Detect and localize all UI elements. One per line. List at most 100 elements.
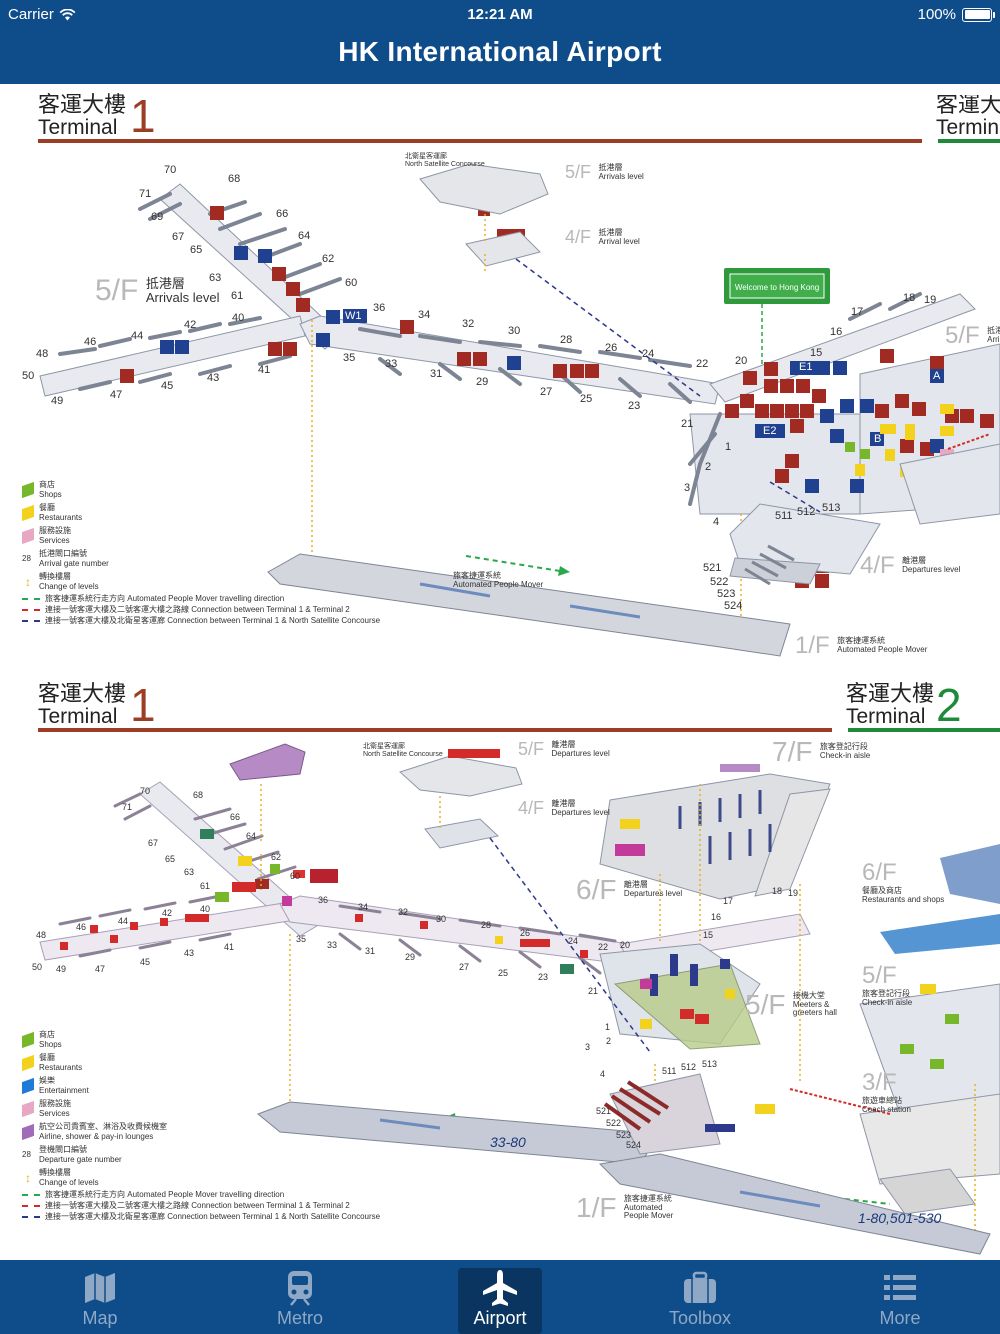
gate-number: 61 [231,290,244,302]
level-caption: 抵港層 Arrival level [598,228,640,247]
tab-metro[interactable]: Metro [200,1260,400,1334]
level-number: 5/F [518,739,545,759]
gate-number: 19 [924,294,937,306]
shop-swatch [22,481,34,498]
nsc-caption: 北衛星客運廊 North Satellite Concourse [363,743,443,758]
service-swatch [22,1100,34,1117]
level-cn: 接機大堂 [792,990,825,1000]
terminal2-cn-bottom: 客運大樓 [846,682,935,707]
gate-prefix: 28 [22,554,31,563]
legend-en: Automated People Mover travelling direct… [127,593,285,603]
tab-airport[interactable]: Airport [400,1260,600,1334]
gate-number: 523 [717,588,736,600]
gate-number: 66 [230,812,241,822]
gate-number: 524 [724,600,743,612]
level-en: Coach station [862,1104,911,1114]
legend-en: Arrival gate number [39,558,109,568]
legend-en: Connection between Terminal 1 & Terminal… [191,604,350,614]
gate-number: 40 [200,904,211,914]
legend-cn: 連接一號客運大樓及北衛星客運廊 [45,1211,165,1221]
clock: 12:21 AM [467,6,533,23]
gate-number: 33 [385,358,398,370]
level-en: Arri [987,335,1000,344]
gate-number: 512 [797,506,816,518]
legend-cn: 航空公司貴賓室、淋浴及收費候機室 [39,1122,167,1132]
nsc-caption: 北衛星客運廊 North Satellite Concourse [405,153,485,168]
legend-en: Departure gate number [39,1154,122,1164]
airport-map[interactable]: Welcome to Hong Kong [0,84,1000,1260]
train-icon [200,1268,400,1308]
gate-number: 25 [580,393,593,405]
gate-number: 20 [620,940,631,950]
level-cn: 旅客登記行段 [862,989,910,998]
tab-map[interactable]: Map [0,1260,200,1334]
level-caption: 離港層 Departures level [551,740,609,759]
gate-number: 3 [684,482,691,494]
level-en: Arrival level [598,236,640,246]
gate-number: 60 [290,871,301,881]
battery-percent: 100% [917,6,956,23]
level-cn: 抵港層 [145,275,185,291]
apm-en: Automated People Mover [453,579,544,589]
gate-number: 49 [56,964,67,974]
gate-number: 65 [190,244,203,256]
level-en: Check-in aisle [819,751,871,760]
shop-swatch [22,1031,34,1048]
gate-number: 44 [118,916,129,926]
south-piers-top [729,443,1000,586]
level-caption: 抵港 Arri [987,326,1000,345]
level-number: 5/F [95,274,139,307]
tab-more[interactable]: More [800,1260,1000,1334]
level-en: Departures level [902,565,961,574]
level-caption: 旅客登記行段 Check-in aisle [819,742,871,761]
level-7f-check-in: 7/F 旅客登記行段 Check-in aisle [772,736,870,768]
nsc-en: North Satellite Concourse [363,750,443,758]
tab-label: Map [82,1308,118,1328]
legend-en: Services [39,1108,70,1118]
gate-number: 34 [358,902,369,912]
gate-prefix: 28 [22,1150,31,1159]
t1-check-in-hall [599,764,831,900]
gate-number: 523 [616,1130,632,1140]
gate-number: 33 [327,940,338,950]
gate-number: 64 [298,230,311,242]
tab-toolbox[interactable]: Toolbox [600,1260,800,1334]
legend-text: 連接一號客運大樓及北衛星客運廊 Connection between Termi… [45,616,380,625]
terminal1-label-bottom: 客運大樓 Terminal [38,684,126,728]
restaurant-swatch [22,504,34,521]
level-en: Check-in aisle [862,997,913,1007]
legend-en: Shops [39,1039,62,1049]
legend-cn: 服務設施 [39,526,71,536]
gate-number: 522 [710,576,729,588]
gate-number: 62 [322,253,335,265]
welcome-sign: Welcome to Hong Kong [724,268,830,304]
level-caption: 抵港層 Arrivals level [598,163,643,182]
level-cn: 旅客登記行段 [819,742,868,752]
gate-number: 17 [851,306,864,318]
level-en: Arrivals level [145,290,220,305]
level-caption: 接機大堂 Meeters & greeters hall [792,990,843,1018]
apm-gates-note-1: 33-80 [490,1134,526,1150]
legend-en: Change of levels [39,581,99,591]
legend-cn: 連接一號客運大樓及北衛星客運廊 [45,615,165,625]
legend-cn: 抵港閘口編號 [39,549,87,559]
level-cn: 離港層 [551,798,576,808]
level-en: Departures level [623,889,683,898]
toolbox-icon [600,1268,800,1308]
legend-cn: 旅客捷運系統行走方向 [45,593,125,603]
t1-nsc-link-line [22,619,40,622]
gate-number: 70 [164,164,177,176]
legend-en: Connection between Terminal 1 & North Sa… [167,615,381,625]
nsc-label-bottom: 北衛星客運廊 North Satellite Concourse [360,742,443,760]
apm-tunnel-bottom [257,1101,991,1255]
gate-number: 1 [605,1022,611,1032]
